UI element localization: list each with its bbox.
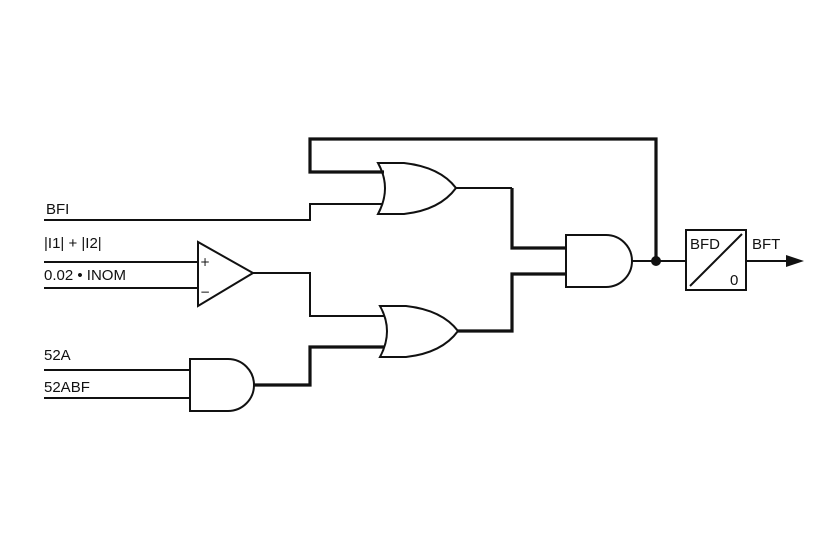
label-threshold: 0.02 • INOM [44,267,126,284]
and-gate-final [565,234,633,288]
timer-value: 0 [730,272,738,289]
or-gate-upper [376,162,458,215]
label-i-sum: |I1| + |I2| [44,235,102,252]
wire-and-52a-output [254,345,386,387]
timer-label: BFD [690,236,720,253]
wire-bfi [44,203,384,221]
label-bfi: BFI [46,201,69,218]
or-gate-lower [378,305,460,358]
junction-dot [651,256,661,266]
wire-or-upper-output-b [510,188,566,250]
and-gate-52a [189,358,255,412]
comparator-plus-sign: + [200,255,210,269]
wire-comparator-output [253,272,386,317]
timer-diagonal [689,233,743,287]
comparator-minus-sign: − [200,285,210,299]
wire-or-lower-output [458,272,566,333]
label-52abf: 52ABF [44,379,90,396]
output-arrow-icon [786,255,804,267]
label-bft: BFT [752,236,780,253]
label-52a: 52A [44,347,71,364]
wire-feedback-loop [308,137,658,261]
comparator-symbol [197,240,255,308]
